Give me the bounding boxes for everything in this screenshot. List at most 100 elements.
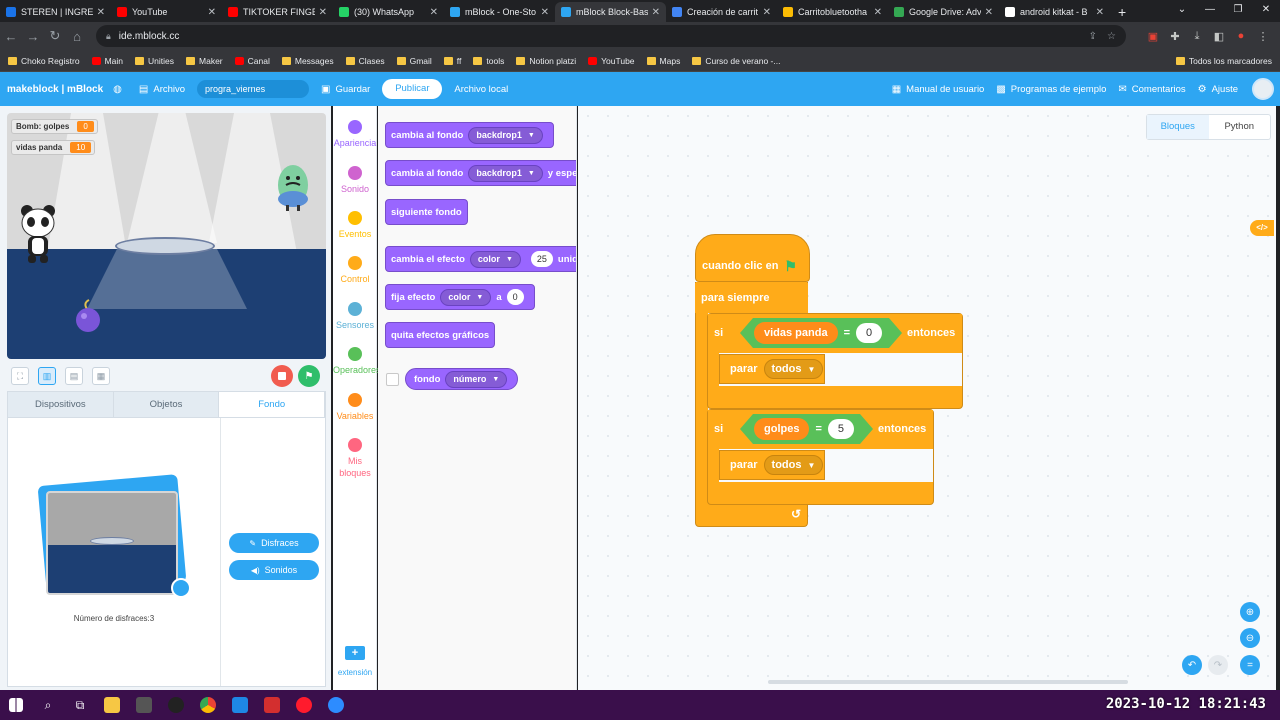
browser-tab[interactable]: YouTube✕ xyxy=(111,2,222,22)
panda-sprite[interactable] xyxy=(19,203,57,265)
vscode-icon[interactable] xyxy=(224,690,256,720)
block-clear-effects[interactable]: quita efectos gráficos xyxy=(385,322,496,348)
share-icon[interactable]: ⇪ xyxy=(1088,30,1098,42)
stage-canvas[interactable]: Bomb: golpes 0 vidas panda 10 xyxy=(7,113,326,359)
stop-dropdown[interactable]: todos▼ xyxy=(763,455,824,475)
browser-tab[interactable]: Carritobluetootha✕ xyxy=(777,2,888,22)
chevron-down-icon[interactable]: ⌄ xyxy=(1177,4,1187,15)
profile-icon[interactable]: ● xyxy=(1237,29,1245,42)
reload-icon[interactable]: ↻ xyxy=(49,28,61,43)
search-icon[interactable]: ⌕ xyxy=(44,697,52,712)
dinosaur-sprite[interactable] xyxy=(277,163,309,211)
programas-link[interactable]: ▩Programas de ejemplo xyxy=(996,84,1106,95)
variable-reporter[interactable]: vidas panda xyxy=(754,322,838,344)
back-icon[interactable]: ← xyxy=(4,28,18,44)
publicar-button[interactable]: Publicar xyxy=(382,79,443,99)
tab-close-icon[interactable]: ✕ xyxy=(207,6,216,18)
category-eventos[interactable]: Eventos xyxy=(333,211,377,240)
block-backdrop-number[interactable]: fondo número▼ xyxy=(405,368,519,390)
bookmark-item[interactable]: tools xyxy=(473,56,504,66)
category-sensores[interactable]: Sensores xyxy=(333,302,377,331)
guardar-button[interactable]: ▣Guardar xyxy=(321,84,370,95)
all-bookmarks-folder[interactable]: Todos los marcadores xyxy=(1175,56,1272,66)
maximize-icon[interactable]: ❐ xyxy=(1233,4,1243,15)
reporter-checkbox[interactable] xyxy=(386,373,399,386)
stop-all-block-1[interactable]: parar todos▼ xyxy=(719,354,825,384)
new-tab-button[interactable]: + xyxy=(1118,4,1127,20)
block-switch-backdrop-wait[interactable]: cambia al fondo backdrop1▼ y espera xyxy=(385,160,576,186)
variable-reporter[interactable]: golpes xyxy=(754,418,809,440)
block-set-effect[interactable]: fija efecto color▼ a 0 xyxy=(385,284,535,310)
browser-tab[interactable]: STEREN | INGRESA✕ xyxy=(0,2,111,22)
forever-block[interactable]: para siempre xyxy=(695,283,808,313)
tab-bloques[interactable]: Bloques xyxy=(1147,115,1209,139)
browser-tab[interactable]: Google Drive: Adv✕ xyxy=(888,2,999,22)
compare-value-input[interactable]: 0 xyxy=(856,323,882,343)
file-explorer-icon[interactable] xyxy=(96,690,128,720)
bookmark-item[interactable]: Messages xyxy=(281,56,334,66)
bookmark-item[interactable]: Main xyxy=(91,56,123,66)
browser-tab[interactable]: mBlock Block-Bas✕ xyxy=(555,2,666,22)
bookmark-item[interactable]: Canal xyxy=(234,56,270,66)
opera-icon[interactable] xyxy=(288,690,320,720)
zoom-out-icon[interactable]: ⊖ xyxy=(1240,628,1260,648)
language-icon[interactable]: ◍ xyxy=(113,83,122,95)
bookmark-item[interactable]: Maps xyxy=(646,56,680,66)
unity-icon[interactable] xyxy=(160,690,192,720)
script-area[interactable]: Bloques Python </> cuando clic en ⚑ para… xyxy=(578,106,1276,690)
disfraces-button[interactable]: ✎ Disfraces xyxy=(229,533,319,553)
browser-tab[interactable]: TIKTOKER FINGE✕ xyxy=(222,2,333,22)
archivo-local-button[interactable]: Archivo local xyxy=(454,83,509,95)
backdrop-thumbnail[interactable] xyxy=(46,491,178,595)
category-sonido[interactable]: Sonido xyxy=(333,166,377,195)
effect-dropdown[interactable]: color▼ xyxy=(440,288,492,306)
sidebar-icon[interactable]: ◧ xyxy=(1213,30,1225,43)
backdrop-dropdown[interactable]: backdrop1▼ xyxy=(468,126,543,144)
block-next-backdrop[interactable]: siguiente fondo xyxy=(385,199,468,225)
url-input[interactable]: 🔒︎ ide.mblock.cc ⇪ ☆ xyxy=(96,25,1126,47)
home-icon[interactable]: ⌂ xyxy=(73,28,81,44)
extension-icon[interactable]: ▣ xyxy=(1147,30,1159,43)
sonidos-button[interactable]: ◀) Sonidos xyxy=(229,560,319,580)
stop-all-block-2[interactable]: parar todos▼ xyxy=(719,450,825,480)
comentarios-link[interactable]: ✉Comentarios xyxy=(1118,84,1185,95)
layout-grid-icon[interactable]: ▦ xyxy=(92,367,110,385)
category-apariencia[interactable]: Apariencia xyxy=(333,120,377,149)
tab-close-icon[interactable]: ✕ xyxy=(429,6,438,18)
windows-start-icon[interactable] xyxy=(0,690,32,720)
puzzle-icon[interactable]: ✚ xyxy=(1170,30,1180,43)
category-operadores[interactable]: Operadores xyxy=(333,347,381,376)
block-change-effect[interactable]: cambia el efecto color▼ 25 unidades xyxy=(385,246,576,272)
menu-icon[interactable]: ⋮ xyxy=(1257,30,1269,43)
when-flag-clicked-block[interactable]: cuando clic en ⚑ xyxy=(695,234,810,282)
zoom-reset-icon[interactable]: = xyxy=(1240,655,1260,675)
bookmark-item[interactable]: ff xyxy=(443,56,461,66)
undo-icon[interactable]: ↶ xyxy=(1182,655,1202,675)
tab-close-icon[interactable]: ✕ xyxy=(873,6,882,18)
browser-tab[interactable]: mBlock - One-Sto✕ xyxy=(444,2,555,22)
zoom-in-icon[interactable]: ⊕ xyxy=(1240,602,1260,622)
close-icon[interactable]: ✕ xyxy=(1261,4,1271,15)
backdrop-attr-dropdown[interactable]: número▼ xyxy=(445,370,508,388)
backdrop-dropdown[interactable]: backdrop1▼ xyxy=(468,164,543,182)
stop-dropdown[interactable]: todos▼ xyxy=(763,359,824,379)
archivo-menu[interactable]: ▤Archivo xyxy=(139,84,185,95)
avatar[interactable] xyxy=(1252,78,1274,100)
equals-operator-2[interactable]: golpes = 5 xyxy=(740,414,873,444)
bomb-sprite[interactable] xyxy=(73,299,103,333)
pdf-reader-icon[interactable] xyxy=(256,690,288,720)
tab-close-icon[interactable]: ✕ xyxy=(540,6,549,18)
zoom-app-icon[interactable] xyxy=(320,690,352,720)
category-control[interactable]: Control xyxy=(333,256,377,285)
code-view-icon[interactable]: </> xyxy=(1250,220,1274,236)
backdrop-select-badge[interactable] xyxy=(171,578,191,598)
jw-app-icon[interactable] xyxy=(128,690,160,720)
bookmark-item[interactable]: Choko Registro xyxy=(8,56,80,66)
tab-close-icon[interactable]: ✕ xyxy=(651,6,660,18)
tab-close-icon[interactable]: ✕ xyxy=(96,6,105,18)
forward-icon[interactable]: → xyxy=(26,28,40,44)
manual-link[interactable]: ▦Manual de usuario xyxy=(892,84,985,95)
tab-objetos[interactable]: Objetos xyxy=(114,392,220,417)
equals-operator-1[interactable]: vidas panda = 0 xyxy=(740,318,902,348)
redo-icon[interactable]: ↷ xyxy=(1208,655,1228,675)
